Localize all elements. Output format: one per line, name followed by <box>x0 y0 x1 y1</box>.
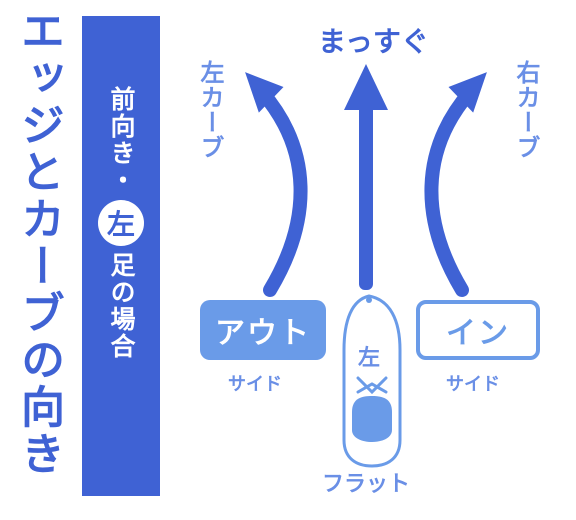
banner-text-top: 前向き・ <box>107 86 136 194</box>
left-curve-arrowhead <box>245 72 284 113</box>
foot-side-char: 左 <box>357 346 380 371</box>
banner-circle-char: 左 <box>98 200 144 246</box>
page-title: エッジとカーブの向き <box>13 8 64 478</box>
label-left-curve: 左カーブ <box>196 60 224 160</box>
out-side-sub: サイド <box>228 374 282 395</box>
label-right-curve: 右カーブ <box>512 60 540 160</box>
straight-arrow-shaft <box>359 100 373 290</box>
out-side-box: アウト <box>200 300 326 360</box>
ski-binding-bow-icon <box>356 376 388 395</box>
left-curve-arrow-shaft <box>255 85 308 297</box>
condition-banner: 前向き・ 左 足の場合 <box>82 16 160 496</box>
ski-binding-bag-icon <box>352 396 392 442</box>
in-side-sub: サイド <box>446 374 500 395</box>
straight-arrowhead <box>344 64 388 110</box>
right-curve-arrow-shaft <box>424 85 477 297</box>
ski-tip-icon <box>366 297 372 303</box>
in-side-box: イン <box>416 300 540 360</box>
banner-text-bottom: 足の場合 <box>107 252 136 360</box>
flat-label: フラット <box>322 472 411 497</box>
right-curve-arrowhead <box>448 72 487 113</box>
label-straight: まっすぐ <box>318 25 429 58</box>
